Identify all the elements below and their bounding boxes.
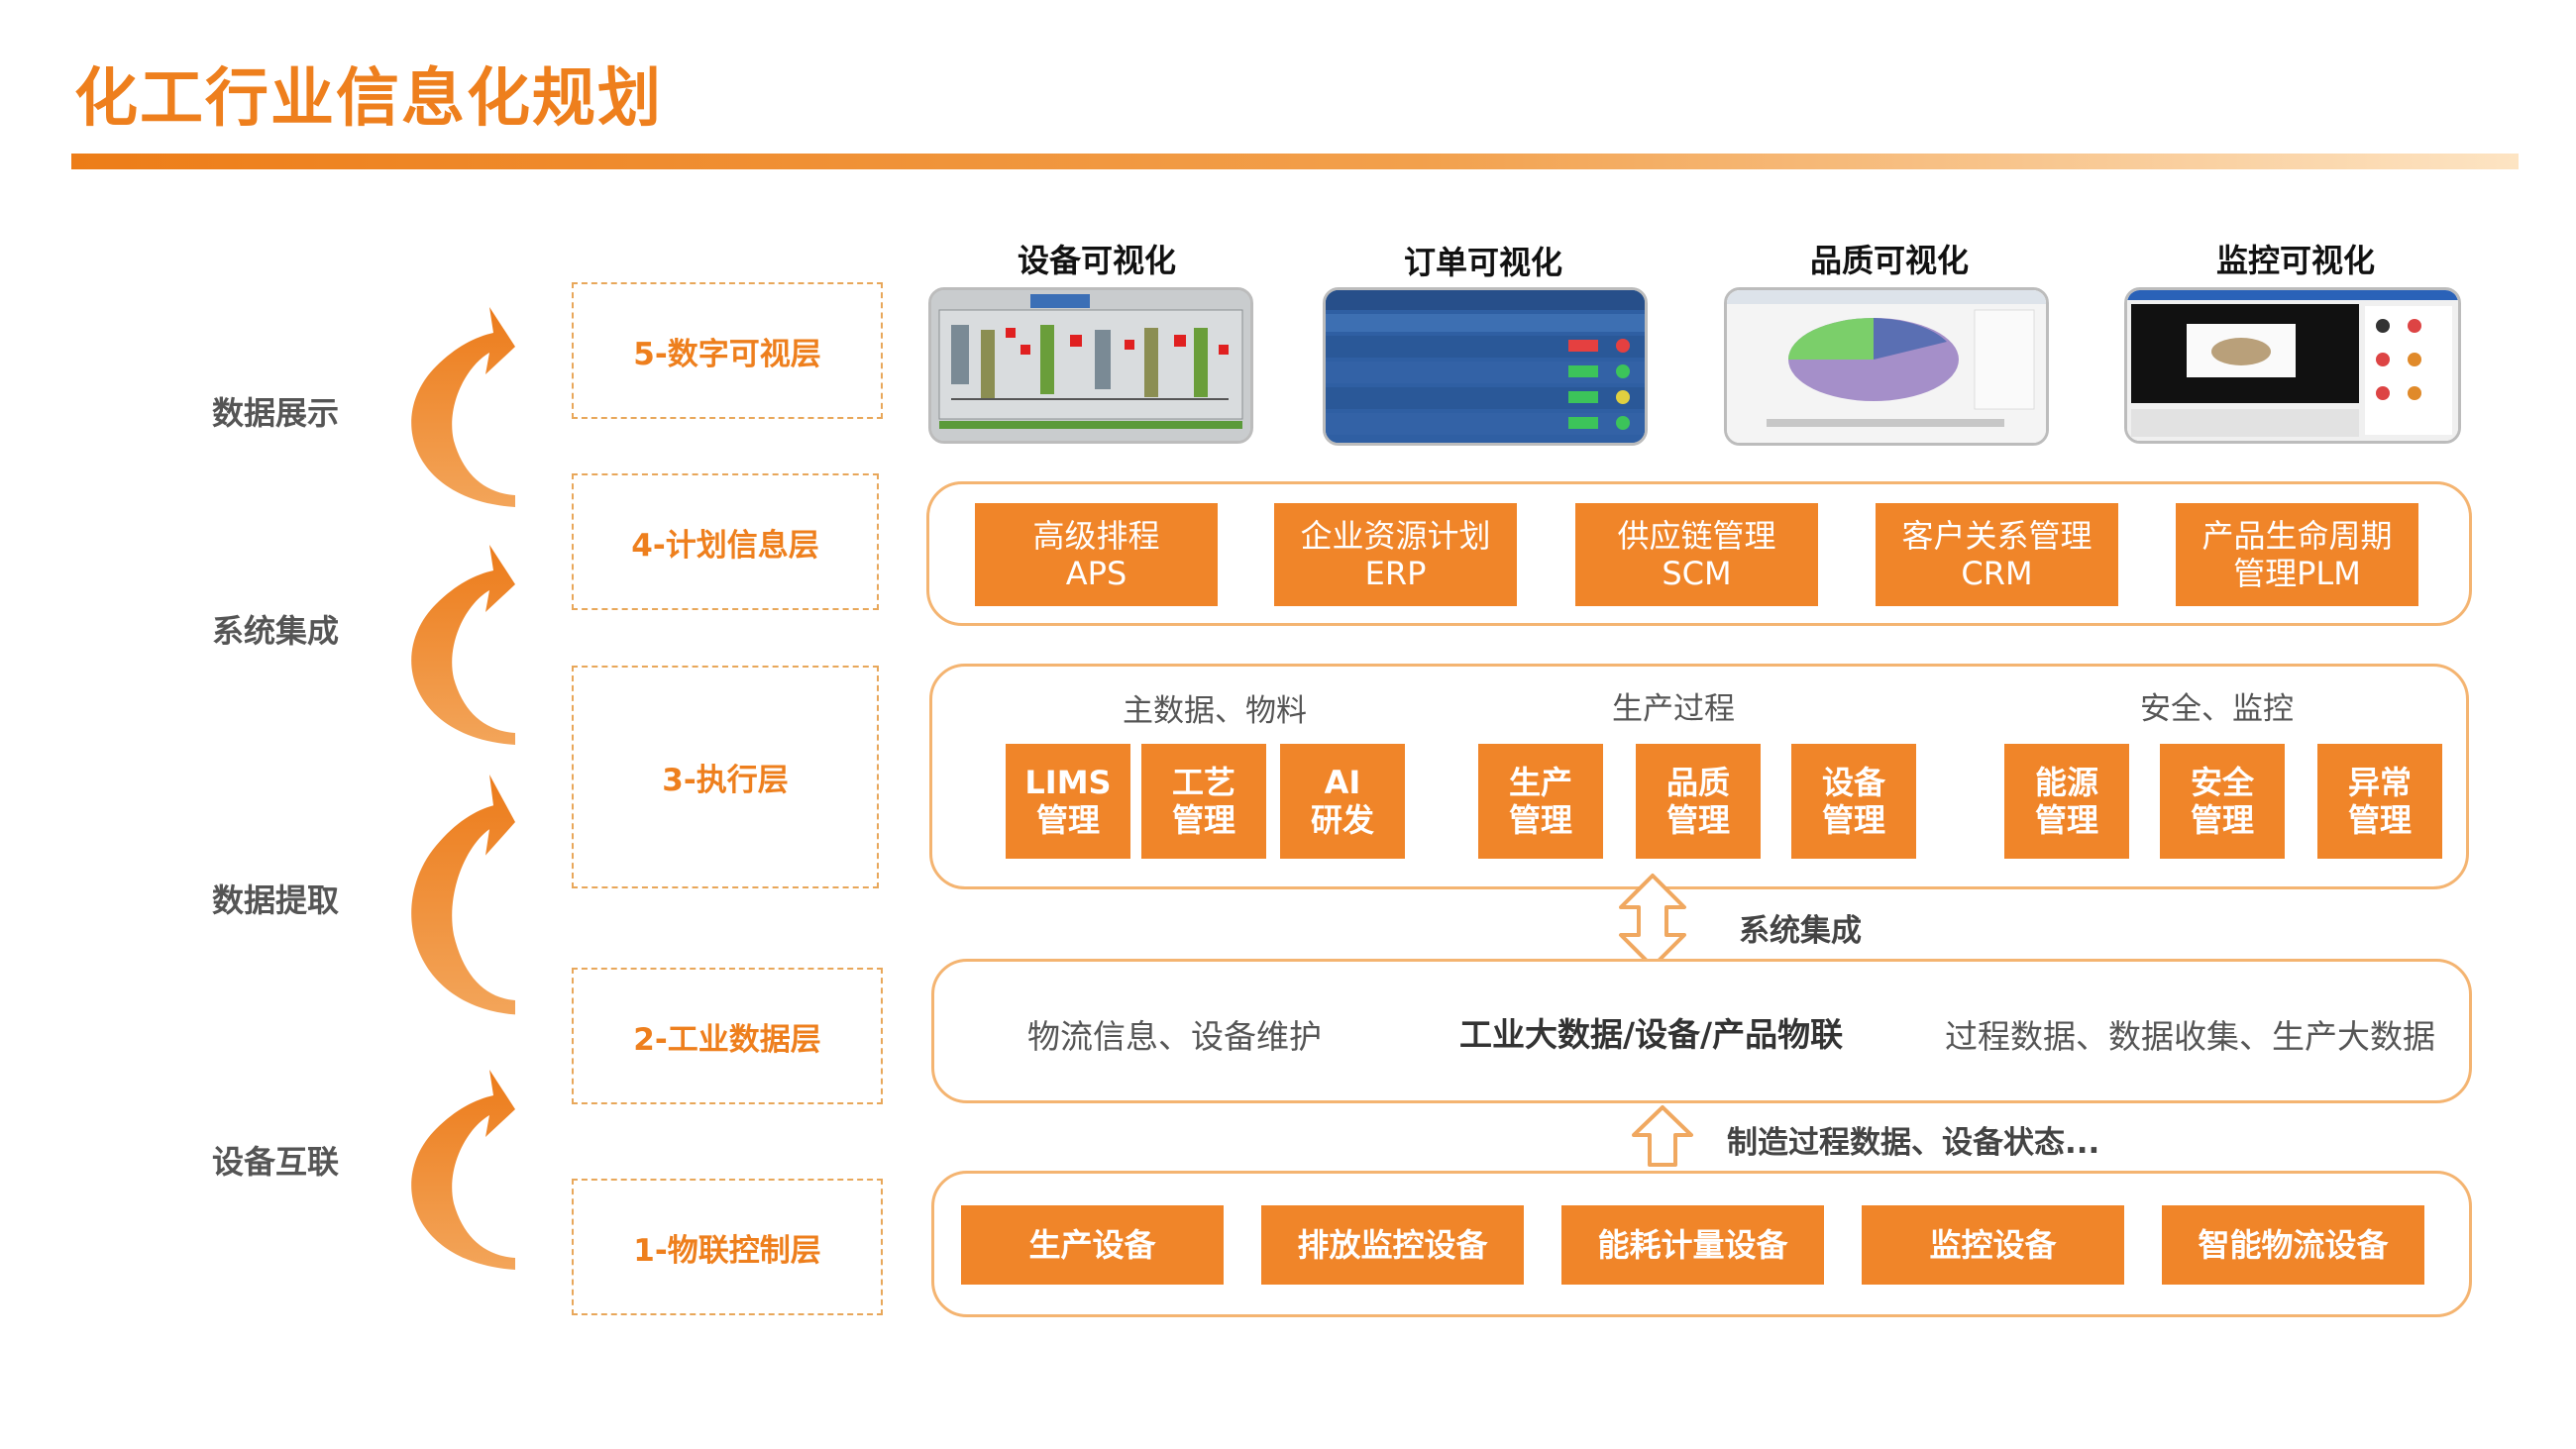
layer-5-box: 5-数字可视层 [572,282,883,419]
system-erp-code: ERP [1364,555,1427,592]
group-label-production: 生产过程 [1612,691,1735,727]
side-label-system-integration: 系统集成 [212,612,340,650]
equipment-visual-thumbnail [928,287,1253,444]
group-label-master-data: 主数据、物料 [1123,693,1307,729]
group-label-safety: 安全、监控 [2140,691,2294,727]
side-label-data-extraction: 数据提取 [212,881,340,919]
module-energy-line2: 管理 [2034,801,2098,839]
module-process-box: 工艺 管理 [1141,744,1266,859]
curved-arrow-icon [411,1070,515,1270]
module-lims-box: LIMS 管理 [1006,744,1130,859]
system-scm-code: SCM [1662,555,1732,592]
system-scm-box: 供应链管理 SCM [1575,503,1818,606]
module-ai-line1: AI [1324,764,1361,801]
system-erp-name: 企业资源计划 [1300,517,1491,555]
vis-title-monitor: 监控可视化 [2215,242,2375,279]
system-scm-name: 供应链管理 [1617,517,1776,555]
monitor-screen-icon [2127,290,2458,441]
module-safety-box: 安全 管理 [2160,744,2285,859]
system-aps-code: APS [1065,555,1127,592]
module-equipment-line2: 管理 [1821,801,1885,839]
module-exception-line2: 管理 [2347,801,2412,839]
double-arrow-icon [1619,874,1686,969]
vis-title-equipment: 设备可视化 [1017,242,1176,279]
module-safety-line2: 管理 [2190,801,2254,839]
module-equipment-line1: 设备 [1821,764,1885,801]
vis-title-order: 订单可视化 [1403,244,1562,281]
module-production-line1: 生产 [1508,764,1572,801]
module-production-box: 生产 管理 [1478,744,1603,859]
module-process-line1: 工艺 [1171,764,1235,801]
module-production-line2: 管理 [1508,801,1572,839]
module-exception-box: 异常 管理 [2317,744,2442,859]
system-plm-name: 产品生命周期 [2201,517,2393,555]
quality-pie-icon [1727,290,2046,443]
layer-4-box: 4-计划信息层 [572,473,879,610]
module-ai-line2: 研发 [1310,801,1374,839]
module-lims-line2: 管理 [1035,801,1100,839]
device-energy-meter-box: 能耗计量设备 [1561,1205,1824,1285]
module-energy-line1: 能源 [2034,764,2098,801]
curved-arrow-icon [411,307,515,507]
module-equipment-box: 设备 管理 [1791,744,1916,859]
system-crm-box: 客户关系管理 CRM [1876,503,2118,606]
data-layer-center-text: 工业大数据/设备/产品物联 [1459,1015,1844,1054]
order-visual-thumbnail [1323,287,1648,446]
equipment-diagram-icon [931,290,1250,441]
module-quality-line1: 品质 [1665,764,1730,801]
module-process-line2: 管理 [1171,801,1235,839]
data-layer-left-text: 物流信息、设备维护 [1027,1017,1322,1056]
system-aps-name: 高级排程 [1032,517,1160,555]
flow-arrows [411,307,515,1270]
system-plm-box: 产品生命周期 管理PLM [2176,503,2418,606]
device-logistics-box: 智能物流设备 [2162,1205,2424,1285]
layer-3-box: 3-执行层 [572,666,879,888]
industrial-data-panel [931,959,2472,1103]
integration-note: 系统集成 [1739,913,1862,949]
module-quality-box: 品质 管理 [1636,744,1761,859]
manufacturing-note: 制造过程数据、设备状态... [1727,1125,2100,1161]
layer-2-box: 2-工业数据层 [572,968,883,1104]
up-arrow-icon [1632,1105,1693,1167]
module-energy-box: 能源 管理 [2004,744,2129,859]
device-monitor-box: 监控设备 [1862,1205,2124,1285]
title-underline [71,154,2519,169]
module-ai-box: AI 研发 [1280,744,1405,859]
system-plm-code: 管理PLM [2233,555,2361,592]
data-layer-right-text: 过程数据、数据收集、生产大数据 [1945,1017,2435,1056]
module-exception-line1: 异常 [2347,764,2412,801]
system-erp-box: 企业资源计划 ERP [1274,503,1517,606]
module-lims-line1: LIMS [1024,764,1112,801]
page-title: 化工行业信息化规划 [74,62,663,136]
monitor-visual-thumbnail [2124,287,2461,444]
system-crm-code: CRM [1961,555,2033,592]
side-label-device-interconnect: 设备互联 [212,1143,340,1181]
module-quality-line2: 管理 [1665,801,1730,839]
vis-title-quality: 品质可视化 [1809,242,1969,279]
order-table-icon [1326,290,1645,443]
curved-arrow-icon [411,775,515,1015]
system-crm-name: 客户关系管理 [1901,517,2093,555]
quality-visual-thumbnail [1724,287,2049,446]
module-safety-line1: 安全 [2190,764,2254,801]
side-label-data-display: 数据展示 [212,394,340,432]
system-aps-box: 高级排程 APS [975,503,1218,606]
layer-1-box: 1-物联控制层 [572,1179,883,1315]
device-emission-box: 排放监控设备 [1261,1205,1524,1285]
curved-arrow-icon [411,545,515,745]
device-production-box: 生产设备 [961,1205,1224,1285]
